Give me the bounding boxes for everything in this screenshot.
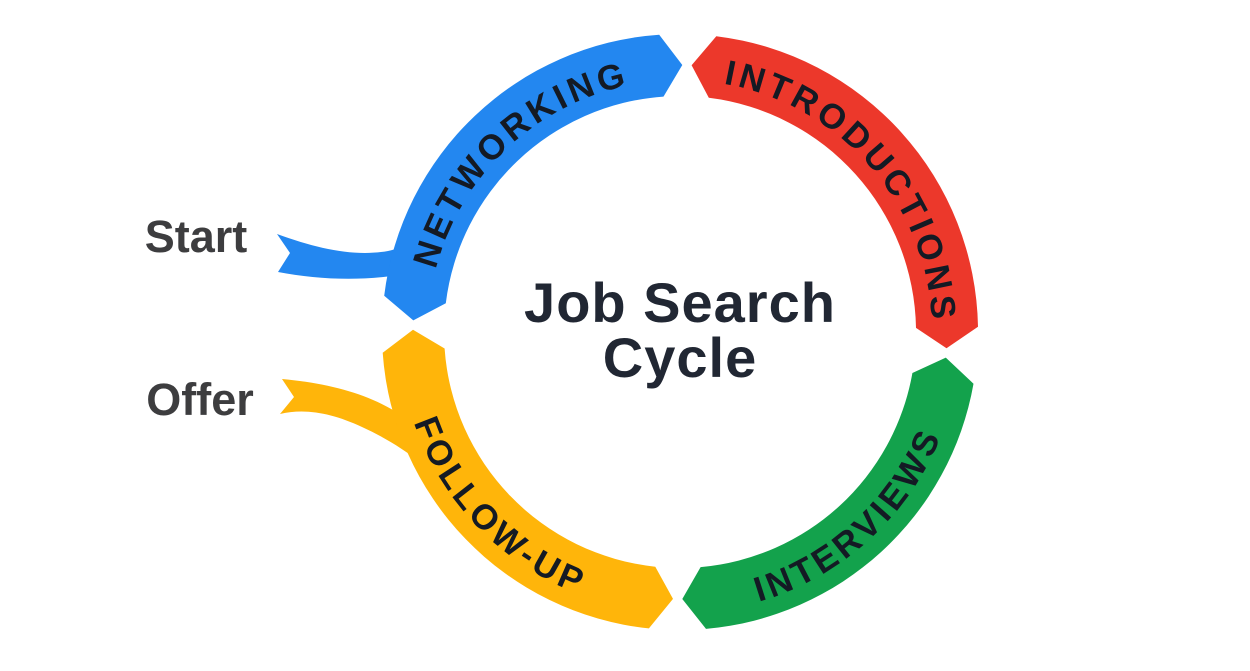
- offer-exit-swoosh: [280, 379, 424, 462]
- center-title-line2: Cycle: [603, 326, 757, 389]
- follow-up-ribbon: [382, 329, 673, 629]
- interviews-ribbon: [682, 357, 974, 629]
- start-label: Start: [145, 211, 248, 262]
- networking-ribbon: [384, 34, 683, 321]
- center-title-line1: Job Search: [524, 271, 836, 334]
- offer-label: Offer: [146, 374, 254, 425]
- follow-up-label-text: FOLLOW-UP: [406, 411, 592, 602]
- introductions-ribbon: [691, 36, 978, 349]
- follow-up-label: FOLLOW-UP: [406, 411, 588, 602]
